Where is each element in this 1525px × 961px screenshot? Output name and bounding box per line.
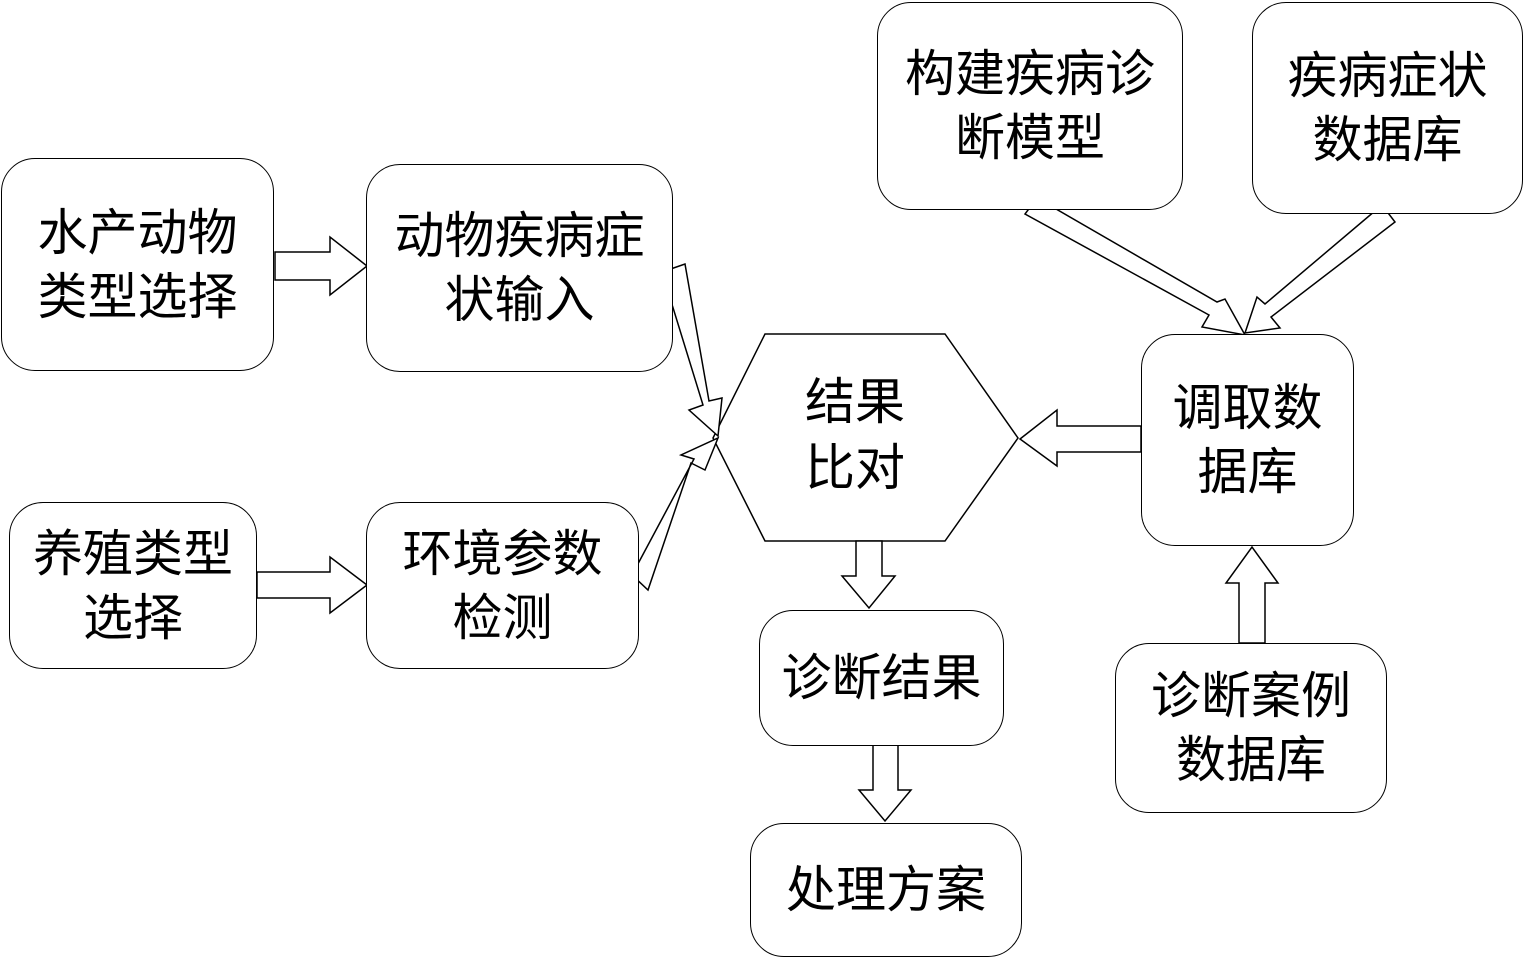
node-treatment-plan: 处理方案 [750,823,1022,957]
arrow-animal-type-to-symptom [274,235,369,297]
arrow-casedb-to-fetch [1224,545,1280,644]
node-build-model-line1: 构建疾病诊 [905,45,1155,103]
node-fetch-db-line2: 据库 [1197,443,1298,501]
arrow-symptomdb-to-fetch [1243,203,1397,334]
node-farming-type-line2: 选择 [83,588,183,647]
node-case-db-line1: 诊断案例 [1151,667,1351,725]
node-compare-line1: 结果 [805,373,905,431]
node-fetch-db: 调取数 据库 [1141,334,1354,546]
node-symptom-input-line1: 动物疾病症 [394,207,645,265]
arrow-farming-to-env [256,555,369,615]
node-farming-type: 养殖类型 选择 [9,502,257,669]
node-compare-line2: 比对 [805,439,905,497]
node-build-model-line2: 断模型 [955,109,1105,167]
node-aquatic-animal-type: 水产动物 类型选择 [1,158,274,371]
node-farming-type-line1: 养殖类型 [33,524,233,583]
node-symptom-db: 疾病症状 数据库 [1252,2,1523,214]
node-case-db: 诊断案例 数据库 [1115,643,1387,813]
compare-hexagon [712,333,1019,542]
arrow-fetch-to-compare [1018,408,1142,468]
arrow-env-to-compare [631,436,720,592]
node-case-db-line2: 数据库 [1176,731,1326,789]
node-treatment-plan-line1: 处理方案 [786,861,986,919]
node-env-param-line2: 检测 [452,588,553,647]
node-aquatic-animal-type-line1: 水产动物 [37,203,238,262]
arrow-result-to-plan [857,744,913,823]
arrow-model-to-fetch [1023,197,1247,337]
node-compare-label: 结果 比对 [765,360,945,510]
node-symptom-db-line1: 疾病症状 [1287,47,1488,105]
node-symptom-db-line2: 数据库 [1312,111,1463,169]
node-diagnosis-result-line1: 诊断结果 [781,649,982,707]
node-env-param-line1: 环境参数 [402,524,603,583]
arrow-symptom-to-compare [661,263,723,438]
node-symptom-input-line2: 状输入 [444,271,595,329]
arrow-compare-to-result [840,540,897,610]
node-fetch-db-line1: 调取数 [1172,379,1323,437]
node-symptom-input: 动物疾病症 状输入 [366,164,673,372]
node-aquatic-animal-type-line2: 类型选择 [37,267,238,326]
node-build-model: 构建疾病诊 断模型 [877,2,1183,210]
node-env-param: 环境参数 检测 [366,502,639,669]
node-diagnosis-result: 诊断结果 [759,610,1004,746]
